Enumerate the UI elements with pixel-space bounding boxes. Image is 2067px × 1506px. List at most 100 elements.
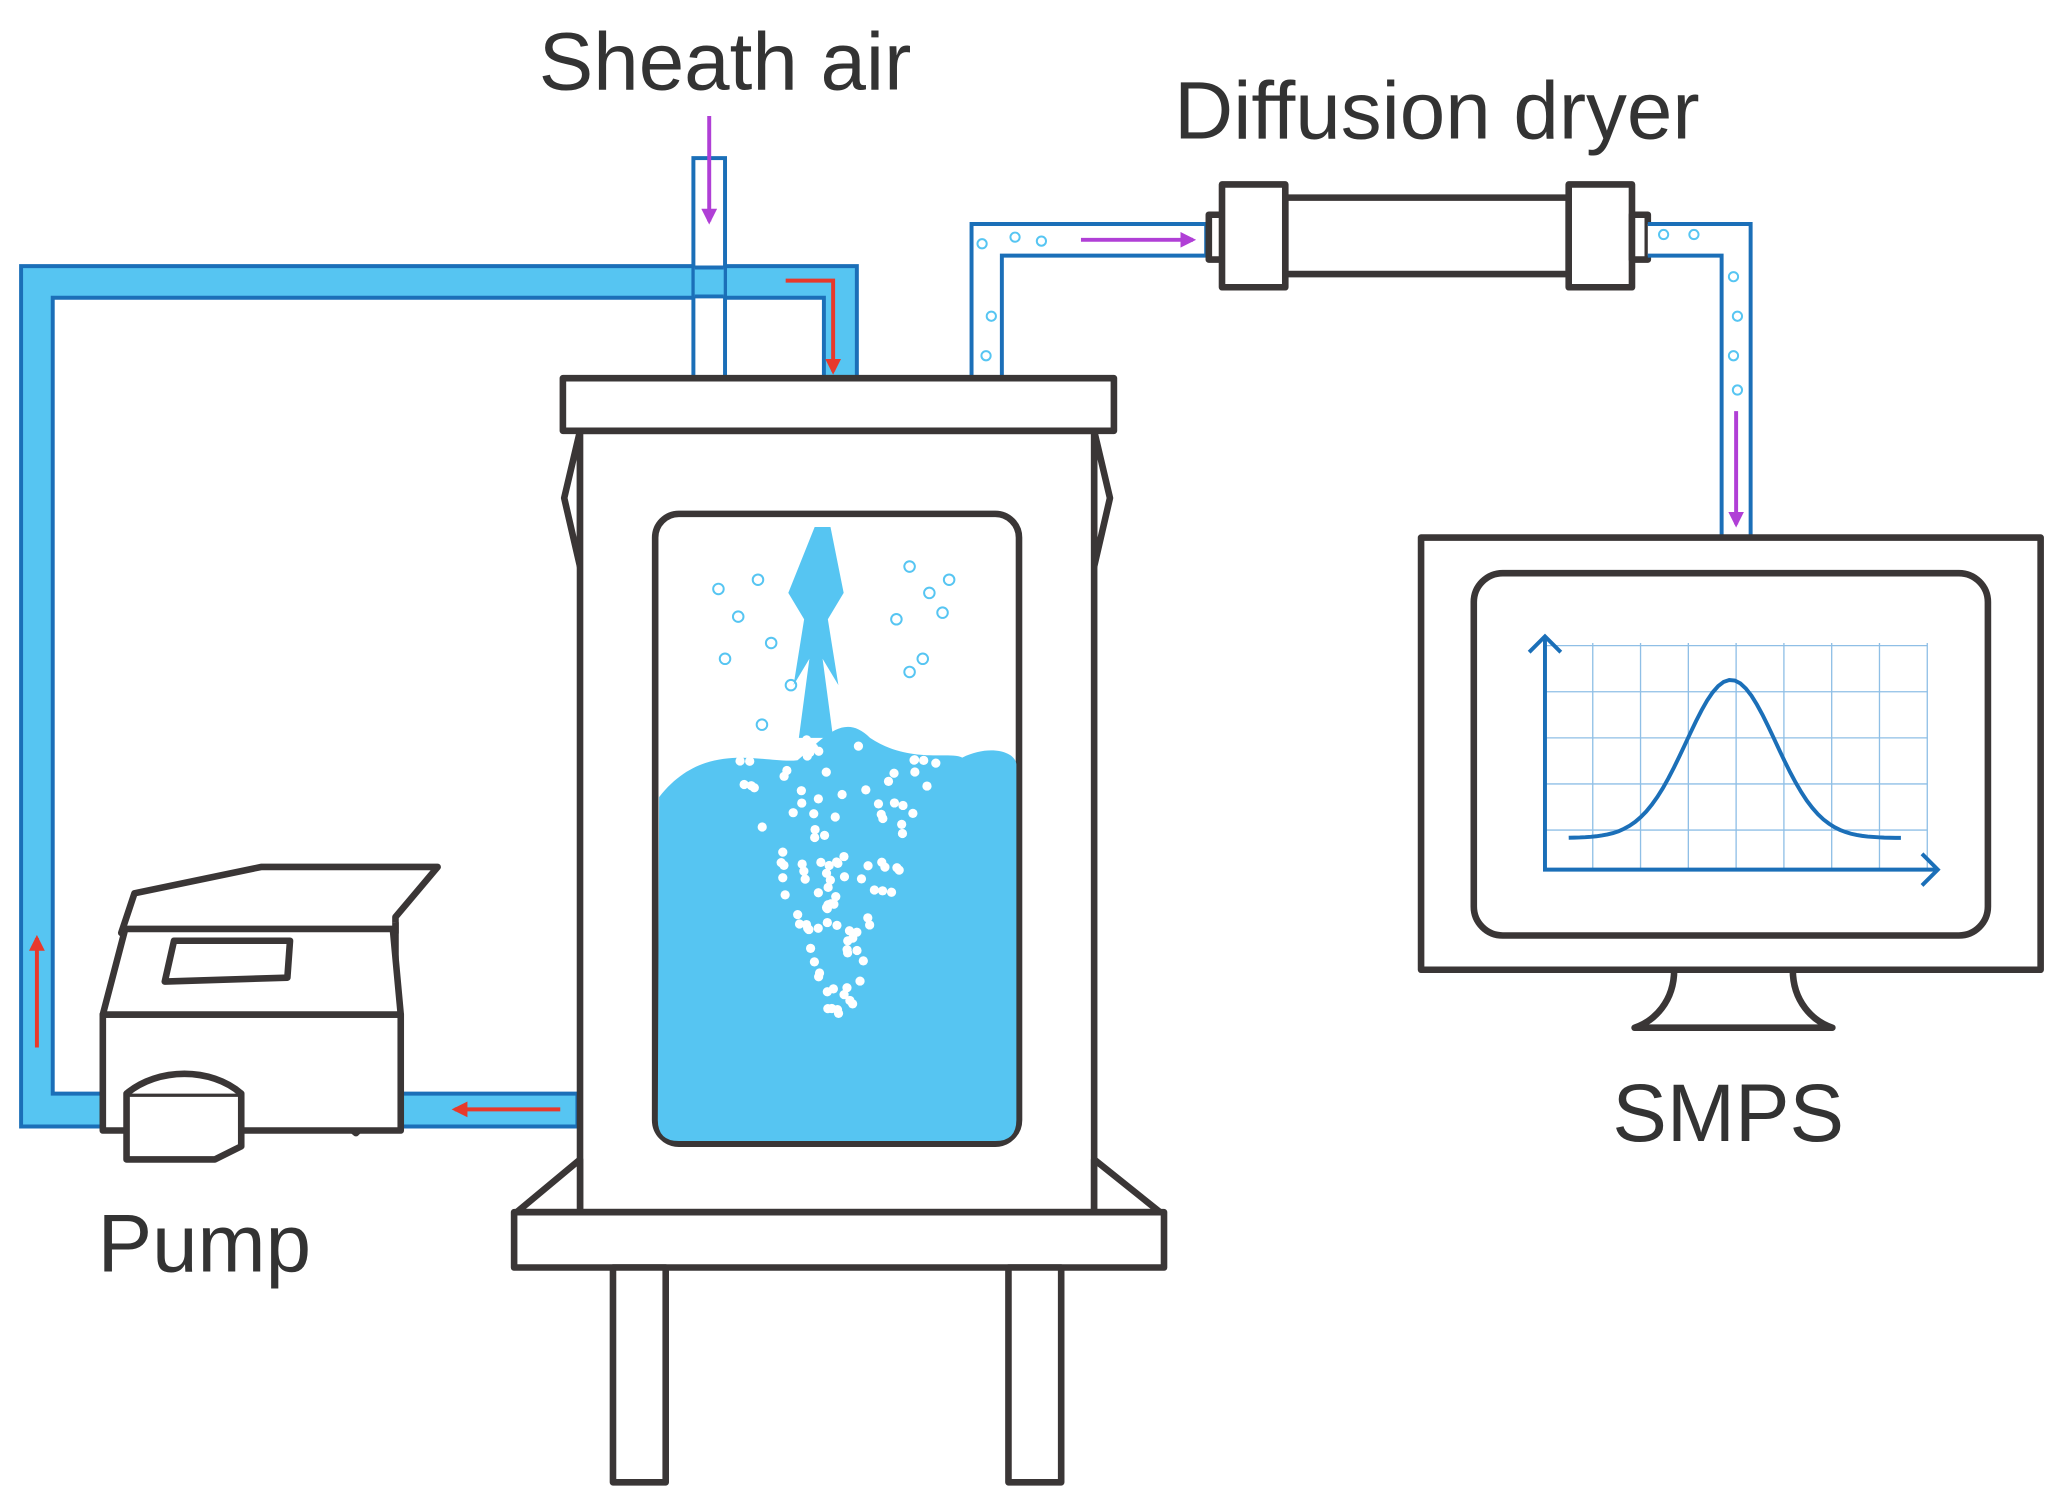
droplet (842, 983, 852, 993)
droplet (799, 866, 809, 876)
droplet (889, 768, 899, 778)
droplet (831, 892, 841, 902)
particle-ring (751, 573, 765, 586)
droplet (821, 902, 832, 913)
particle-ring (903, 560, 916, 573)
smps-label: SMPS (1612, 1068, 1844, 1159)
droplet (880, 862, 890, 872)
droplet (825, 875, 835, 885)
droplet (793, 910, 803, 920)
sheath-air-label: Sheath air (539, 17, 912, 108)
liquid-flow-arrow-top (785, 278, 842, 375)
particle-ring (985, 310, 997, 322)
droplet (922, 781, 932, 791)
droplet (863, 861, 873, 871)
droplet (865, 920, 875, 930)
droplet (898, 800, 908, 811)
particle-ring (923, 586, 936, 600)
droplet (788, 808, 798, 818)
droplet (897, 828, 908, 839)
particle-ring (903, 665, 916, 679)
particle-ring (976, 238, 988, 250)
x-axis-arrow (1920, 852, 1941, 887)
droplet (876, 809, 886, 820)
droplet (829, 899, 839, 909)
droplet (746, 781, 756, 791)
particle-ring (1727, 271, 1740, 283)
droplet (823, 882, 833, 893)
droplet (819, 830, 830, 840)
droplet (780, 890, 790, 900)
droplet (813, 888, 823, 898)
droplet (897, 819, 907, 830)
smps-monitor-icon (1417, 534, 2044, 1032)
particle-ring (784, 678, 798, 692)
chart-axes (1542, 636, 1938, 872)
droplet (886, 887, 897, 897)
droplet (839, 872, 850, 882)
droplet (883, 776, 894, 786)
droplet (758, 740, 768, 750)
droplet (814, 968, 825, 978)
aerosol-outlet-tube (969, 222, 1209, 383)
droplet (909, 755, 920, 765)
droplet (832, 920, 842, 930)
droplet (800, 874, 810, 884)
particle-ring (1658, 228, 1670, 241)
droplet (776, 858, 786, 868)
droplet (822, 917, 832, 928)
droplet (843, 936, 853, 946)
particle-ring (1688, 228, 1700, 241)
droplet (839, 851, 849, 862)
dryer-outlet-tube (1647, 222, 1753, 540)
droplet (910, 767, 920, 777)
droplet (855, 976, 865, 986)
droplet (888, 735, 898, 745)
droplet (809, 743, 819, 753)
size-distribution-curve (1568, 677, 1901, 840)
particle-ring (1035, 235, 1048, 247)
droplet (809, 809, 819, 819)
smps-chart (1527, 633, 1941, 887)
particle-ring (890, 613, 903, 626)
droplet (845, 995, 855, 1006)
droplet (858, 956, 868, 966)
droplet (809, 957, 820, 967)
diffusion-dryer-label: Diffusion dryer (1174, 65, 1699, 156)
droplet (908, 808, 918, 818)
droplet (824, 860, 834, 871)
droplet (856, 874, 867, 884)
droplet (919, 755, 929, 765)
droplet (779, 771, 789, 781)
particle-ring (731, 610, 745, 623)
droplet (830, 812, 840, 822)
droplet (853, 741, 864, 751)
droplet (757, 822, 767, 832)
particle-ring (1731, 384, 1744, 396)
droplet (797, 798, 807, 808)
droplet (832, 1005, 843, 1015)
droplet (873, 799, 884, 809)
peristaltic-pump-icon (99, 863, 441, 1163)
droplet (745, 756, 755, 766)
diffusion-dryer-icon (1205, 181, 1652, 291)
aerosol-particles (712, 560, 956, 731)
particle-ring (712, 582, 725, 596)
droplet (802, 735, 812, 745)
droplet (816, 857, 826, 867)
droplet (844, 926, 855, 936)
particle-ring (718, 652, 732, 666)
droplet (863, 913, 873, 923)
droplet (852, 945, 862, 956)
droplet (739, 779, 749, 790)
droplet (804, 924, 814, 935)
droplet (796, 786, 806, 796)
droplet (735, 756, 745, 766)
droplet (889, 798, 900, 808)
particle-ring (936, 606, 949, 619)
particle-ring (1731, 310, 1744, 322)
particle-ring (755, 718, 769, 731)
droplet (869, 885, 880, 895)
droplet (805, 943, 816, 954)
